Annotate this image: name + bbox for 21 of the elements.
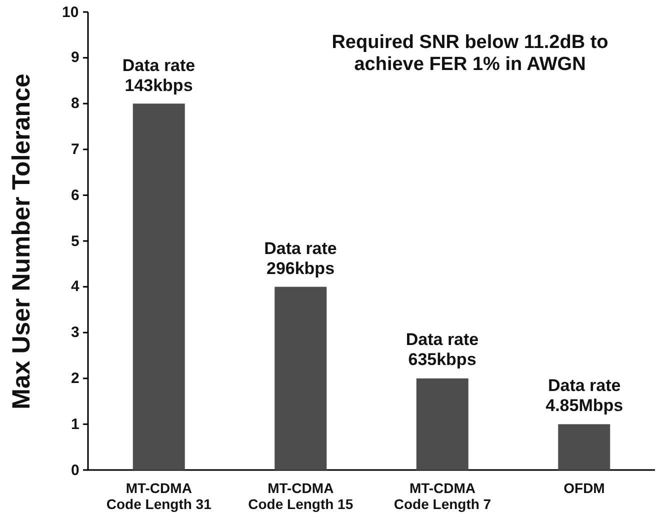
- tick-label: 2: [71, 370, 80, 387]
- tick-label: 4: [71, 278, 80, 296]
- value-label: Data rate 4.85Mbps: [546, 376, 624, 416]
- value-label: Data rate 296kbps: [264, 238, 337, 279]
- category-label: MT-CDMA Code Length 31: [106, 480, 212, 512]
- tick-label: 3: [71, 324, 80, 342]
- value-label: Data rate 143kbps: [122, 56, 196, 96]
- category-label: MT-CDMA Code Length 15: [248, 480, 354, 512]
- tick-label: 7: [71, 140, 80, 158]
- category-label: MT-CDMA Code Length 7: [394, 480, 492, 512]
- tick-label: 10: [62, 4, 79, 20]
- tick-label: 5: [71, 232, 80, 250]
- tick-label: 0: [71, 462, 80, 478]
- tick-label: 8: [71, 95, 80, 112]
- value-label: Data rate 635kbps: [406, 330, 479, 370]
- axis-title: Max User Number Tolerance: [7, 73, 36, 409]
- category-label: OFDM: [564, 480, 605, 496]
- tick-label: 6: [71, 186, 80, 204]
- chart-note: Required SNR below 11.2dB to achieve FER 1% in AWGN: [330, 32, 610, 76]
- tick-label: 1: [71, 416, 80, 433]
- tick-label: 9: [71, 49, 80, 66]
